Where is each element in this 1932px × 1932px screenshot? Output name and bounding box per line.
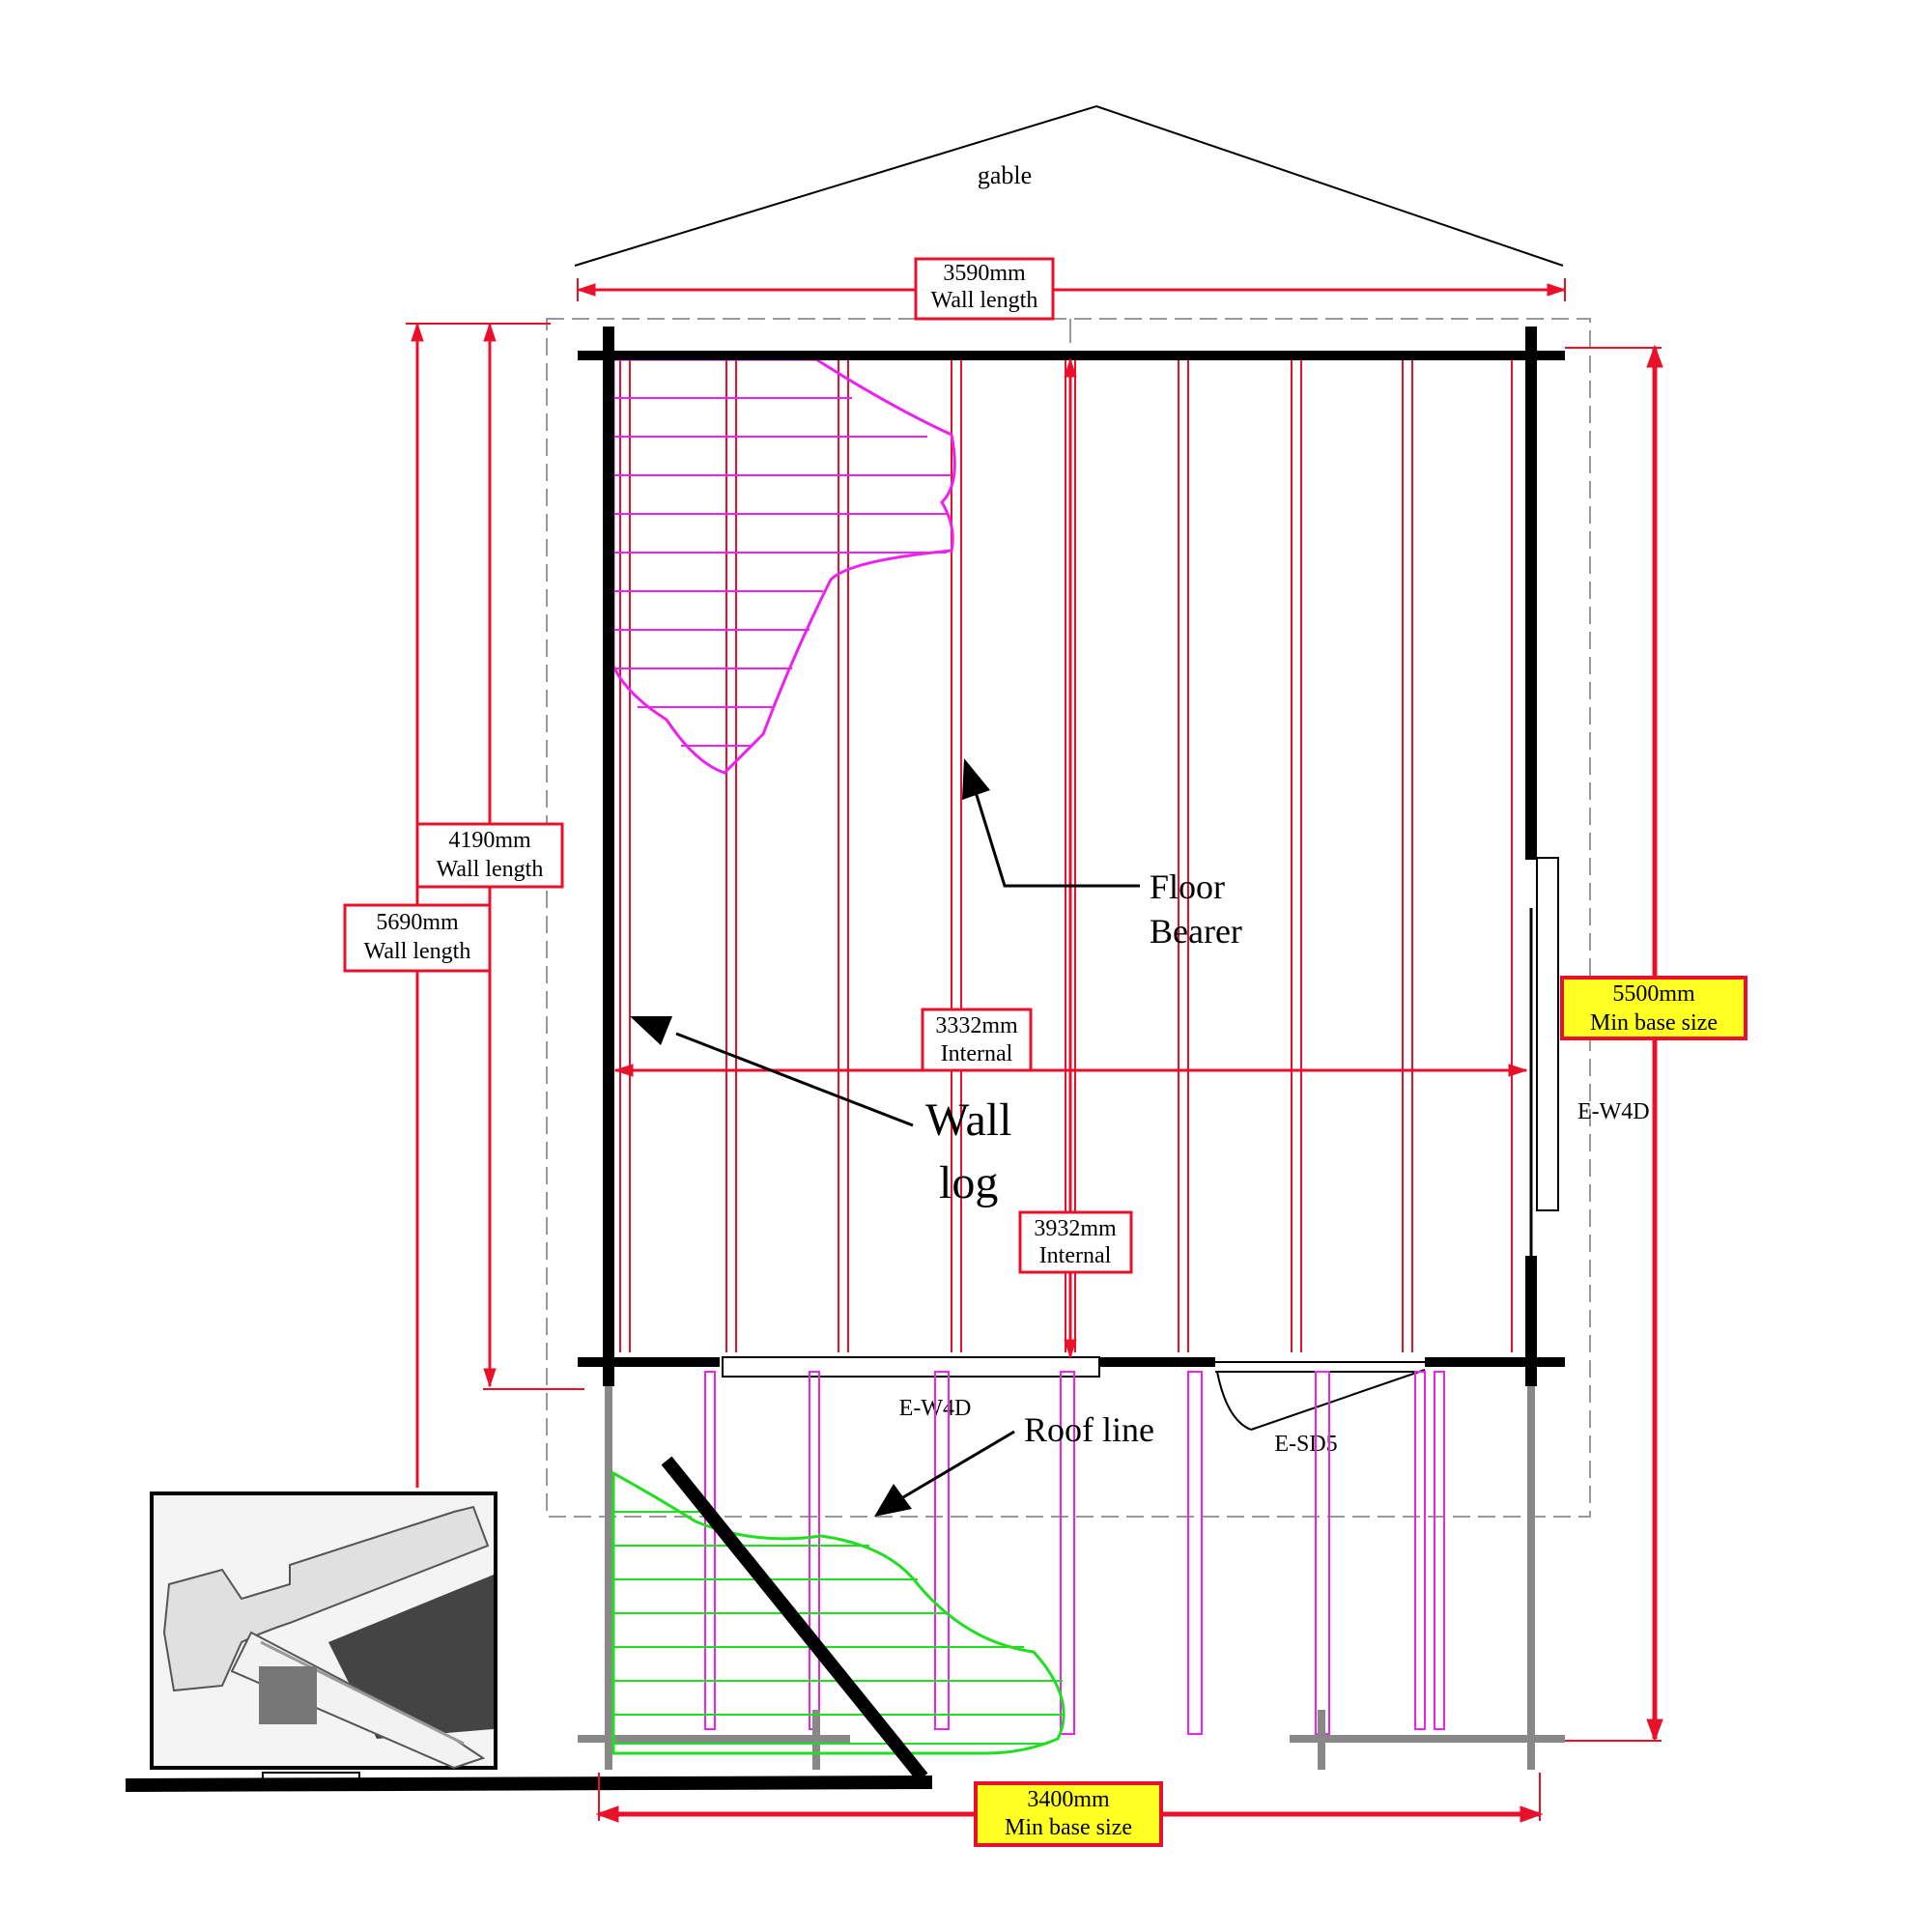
floor-bearer-leader [962,758,1140,888]
wall-log-label-line2: log [939,1157,998,1208]
dim-3400-caption: Min base size [1005,1815,1132,1840]
roof-diagonal [661,1456,928,1782]
wall-log-label-line1: Wall [925,1094,1011,1146]
bearer-extensions [704,1371,1445,1735]
roof-line-hatch [611,1470,1065,1755]
dim-3932-caption: Internal [1039,1243,1112,1268]
dim-5690-value: 5690mm [376,910,459,935]
dim-5500-caption: Min base size [1590,1010,1718,1036]
wall-logs [578,327,1565,1386]
dim-box-5500 [1560,976,1747,1040]
dimension-lines [406,278,1663,1823]
floorboard-hatch [611,357,956,775]
front-window-e-w4d [722,1356,1100,1378]
base-posts [578,1386,1565,1770]
dim-box-3400 [974,1781,1163,1847]
dim-5500-value: 5500mm [1612,981,1695,1007]
dim-4190-value: 4190mm [448,828,531,853]
gable-label: gable [978,161,1032,189]
base-outline [546,318,1591,1518]
roof-line-leader [874,1430,1015,1517]
floor-bearer-label-line2: Bearer [1150,912,1242,951]
dim-5690-caption: Wall length [364,939,471,964]
ground-line-joint [262,1772,360,1781]
dim-3332-value: 3332mm [935,1013,1018,1038]
dim-3590-caption: Wall length [931,288,1038,313]
front-door-label: E-SD5 [1274,1432,1337,1457]
dim-3400-value: 3400mm [1027,1787,1110,1812]
wall-log-corner-joint-photo [150,1492,497,1770]
gable-outline [574,104,1564,267]
wall-log-leader [630,1016,914,1127]
side-window-label: E-W4D [1577,1099,1650,1124]
floor-bearers [619,359,1513,1352]
floor-bearer-label-line1: Floor [1150,867,1225,906]
dim-3332-caption: Internal [941,1041,1013,1066]
dim-4190-caption: Wall length [437,857,544,882]
ground-line [125,1776,933,1792]
dim-box-5690 [343,903,492,973]
side-window-e-w4d [1529,857,1559,1256]
dim-box-3332 [921,1008,1033,1072]
dim-box-3932 [1018,1210,1133,1274]
dim-box-4190 [415,822,564,889]
dim-3590-value: 3590mm [943,261,1026,286]
roof-line-label: Roof line [1024,1410,1154,1449]
dim-3932-value: 3932mm [1034,1216,1117,1241]
dim-box-3590 [914,257,1055,321]
